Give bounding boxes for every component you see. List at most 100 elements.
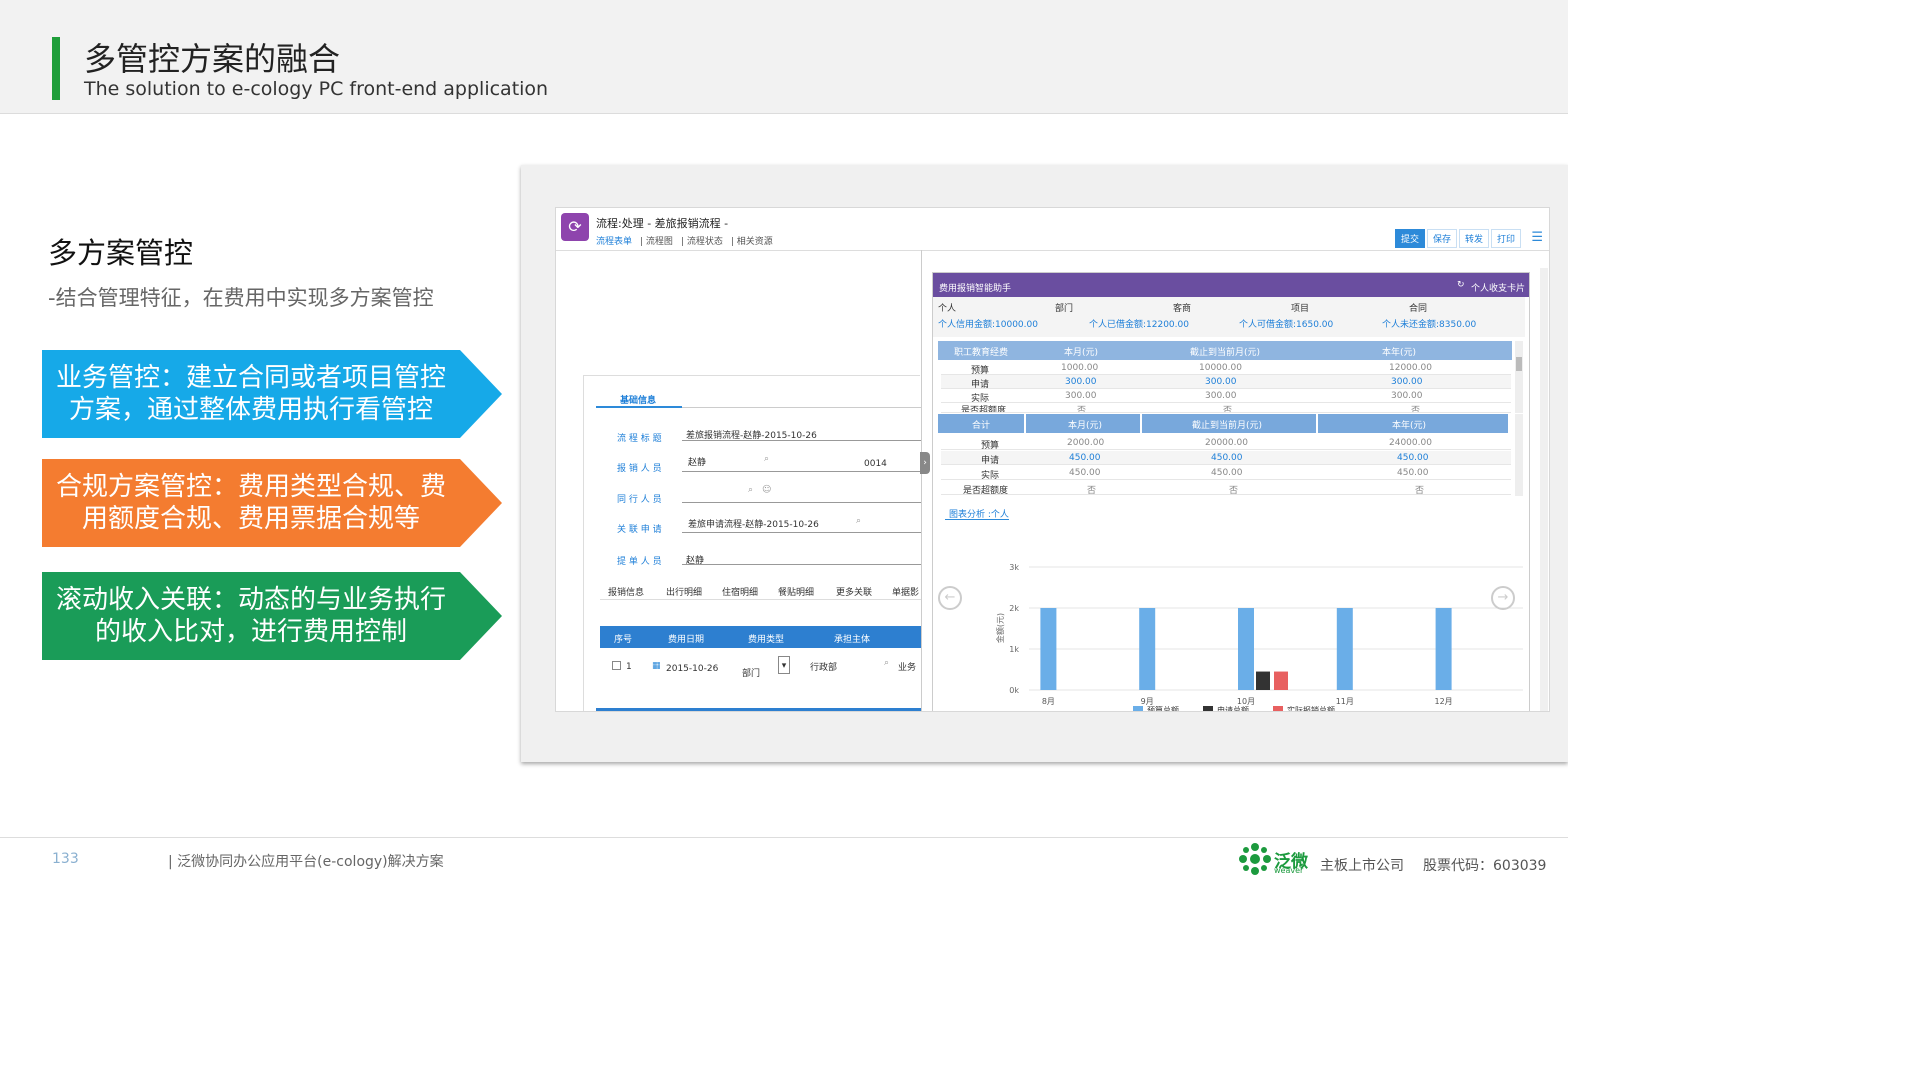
cell: 450.00 bbox=[1211, 453, 1243, 463]
cell: 实际 bbox=[971, 394, 990, 404]
tab-resources[interactable]: 相关资源 bbox=[736, 237, 773, 247]
table-row: 是否超额度否否否 bbox=[941, 403, 1511, 413]
panel-link[interactable]: 个人收支卡片 bbox=[1471, 284, 1526, 294]
form-scrollbar[interactable] bbox=[596, 708, 922, 711]
page-scrollbar[interactable] bbox=[1540, 268, 1548, 711]
search-icon[interactable]: ⌕ bbox=[764, 454, 770, 464]
form-section-title: 基础信息 bbox=[620, 396, 657, 406]
refresh-icon[interactable]: ↻ bbox=[1457, 280, 1465, 290]
submit-button[interactable]: 提交 bbox=[1394, 229, 1425, 248]
user-icon[interactable]: ☺ bbox=[762, 485, 772, 495]
cell: 否 bbox=[1411, 406, 1421, 413]
row-date[interactable]: 2015-10-26 bbox=[666, 664, 719, 674]
cell: 300.00 bbox=[1205, 377, 1237, 387]
print-button[interactable]: 打印 bbox=[1490, 229, 1521, 248]
table1-scrollbar[interactable] bbox=[1515, 341, 1523, 413]
table1-header: 职工教育经费 本月(元) 截止到当前月(元) 本年(元) bbox=[938, 341, 1512, 360]
field-underline bbox=[682, 440, 922, 441]
row-owner[interactable]: 行政部 bbox=[810, 663, 838, 673]
tab-meal-detail[interactable]: 餐贴明细 bbox=[778, 588, 815, 598]
arrow-text-line2: 用额度合规、费用票据合规等 bbox=[81, 504, 420, 534]
calendar-icon[interactable]: ▦ bbox=[652, 661, 661, 671]
collapse-handle[interactable]: › bbox=[920, 452, 930, 474]
summary-block: 个人 部门 客商 项目 合同 个人信用金额:10000.00 个人已借金额:12… bbox=[933, 297, 1525, 337]
field-underline bbox=[682, 471, 922, 472]
legend-label: 预算总额 bbox=[1147, 705, 1179, 712]
row-type[interactable]: 部门 bbox=[742, 669, 761, 679]
arrow-shape bbox=[42, 350, 502, 438]
col-project: 项目 bbox=[1291, 304, 1310, 314]
cell: 实际 bbox=[981, 471, 1000, 481]
tab-hotel-detail[interactable]: 住宿明细 bbox=[722, 588, 759, 598]
cell: 300.00 bbox=[1391, 391, 1423, 401]
tab-more-links[interactable]: 更多关联 bbox=[836, 588, 873, 598]
tab-flowchart[interactable]: 流程图 bbox=[645, 237, 673, 247]
forward-button[interactable]: 转发 bbox=[1458, 229, 1489, 248]
table-row: 是否超额度否否否 bbox=[941, 481, 1511, 496]
bar-申请总额 bbox=[1256, 671, 1270, 690]
smart-assistant-panel: 费用报销智能助手 ↻ 个人收支卡片 个人 部门 客商 项目 合同 个人信用金额:… bbox=[932, 272, 1530, 712]
field-value-claimant[interactable]: 赵静 bbox=[688, 458, 707, 468]
cell: 预算 bbox=[981, 441, 1000, 451]
row-checkbox[interactable] bbox=[612, 661, 621, 670]
table2-header: 合计 本月(元) 截止到当前月(元) 本年(元) bbox=[938, 414, 1512, 433]
cell: 2000.00 bbox=[1067, 438, 1105, 448]
save-button[interactable]: 保存 bbox=[1426, 229, 1457, 248]
footer-divider bbox=[0, 837, 1568, 838]
arrow-text-line1: 滚动收入关联：动态的与业务执行 bbox=[55, 585, 446, 615]
col-dept: 部门 bbox=[1055, 304, 1074, 314]
field-label-claimant: 报 销 人 员 bbox=[617, 464, 662, 474]
table1-col-3: 本年(元) bbox=[1382, 348, 1417, 358]
unpaid-amount: 个人未还金额:8350.00 bbox=[1382, 320, 1477, 330]
arrow-text-line2: 的收入比对，进行费用控制 bbox=[94, 617, 407, 647]
search-icon[interactable]: ⌕ bbox=[748, 485, 754, 495]
field-underline bbox=[682, 564, 922, 565]
cell: 否 bbox=[1223, 406, 1233, 413]
table2-col-0: 合计 bbox=[972, 421, 991, 431]
arrow-item-rolling-income: 滚动收入关联：动态的与业务执行的收入比对，进行费用控制 bbox=[42, 572, 502, 660]
form-area: 基础信息 流 程 标 题 差旅报销流程-赵静-2015-10-26 报 销 人 … bbox=[583, 375, 922, 711]
tab-trip-detail[interactable]: 出行明细 bbox=[666, 588, 703, 598]
field-value-related-request[interactable]: 差旅申请流程-赵静-2015-10-26 bbox=[688, 520, 819, 530]
tab-status[interactable]: 流程状态 bbox=[686, 237, 723, 247]
menu-icon[interactable]: ☰ bbox=[1531, 230, 1543, 245]
cell: 申请 bbox=[971, 380, 990, 390]
page-number: 133 bbox=[52, 851, 79, 867]
table2-col-1: 本月(元) bbox=[1068, 421, 1103, 431]
search-icon[interactable]: ⌕ bbox=[856, 516, 862, 526]
detail-table-header: 序号 费用日期 费用类型 承担主体 bbox=[600, 626, 922, 648]
table2-col-2: 截止到当前月(元) bbox=[1192, 421, 1263, 431]
type-dropdown-icon[interactable]: ▾ bbox=[778, 656, 790, 674]
tab-expense-info[interactable]: 报销信息 bbox=[608, 588, 645, 598]
search-icon[interactable]: ⌕ bbox=[884, 658, 890, 668]
bar-实际报销总额 bbox=[1274, 671, 1288, 690]
divider bbox=[682, 407, 922, 408]
chart-analysis-label[interactable]: 图表分析 :个人 bbox=[949, 510, 1009, 520]
legend-swatch bbox=[1273, 706, 1283, 711]
nav-tabs: 流程表单| 流程图| 流程状态| 相关资源 bbox=[596, 237, 773, 247]
detail-tabs: 报销信息 出行明细 住宿明细 餐贴明细 更多关联 单据影 bbox=[600, 580, 922, 600]
listed-text: 主板上市公司 bbox=[1320, 858, 1404, 874]
cell: 300.00 bbox=[1205, 391, 1237, 401]
tab-form[interactable]: 流程表单 bbox=[596, 237, 633, 247]
cell: 1000.00 bbox=[1061, 363, 1099, 373]
next-arrow-icon[interactable]: → bbox=[1491, 586, 1515, 610]
field-value-title[interactable]: 差旅报销流程-赵静-2015-10-26 bbox=[686, 431, 817, 441]
cell: 450.00 bbox=[1211, 468, 1243, 478]
arrow-item-business-control: 业务管控：建立合同或者项目管控方案，通过整体费用执行看管控 bbox=[42, 350, 502, 438]
tab-doc-image[interactable]: 单据影 bbox=[892, 588, 920, 598]
field-label-related-request: 关 联 申 请 bbox=[617, 525, 662, 535]
field-label-submitter: 提 单 人 员 bbox=[617, 557, 662, 567]
chart-label-underline bbox=[945, 519, 1009, 520]
table2-scrollbar[interactable] bbox=[1515, 414, 1523, 496]
section-subheading: -结合管理特征，在费用中实现多方案管控 bbox=[48, 286, 434, 310]
prev-arrow-icon[interactable]: ← bbox=[938, 586, 962, 610]
field-label-title: 流 程 标 题 bbox=[617, 434, 662, 444]
col-owner: 承担主体 bbox=[834, 635, 871, 645]
cell: 申请 bbox=[981, 456, 1000, 466]
slide-subtitle: The solution to e-cology PC front-end ap… bbox=[84, 78, 549, 100]
y-tick-label: 3k bbox=[1009, 563, 1019, 572]
